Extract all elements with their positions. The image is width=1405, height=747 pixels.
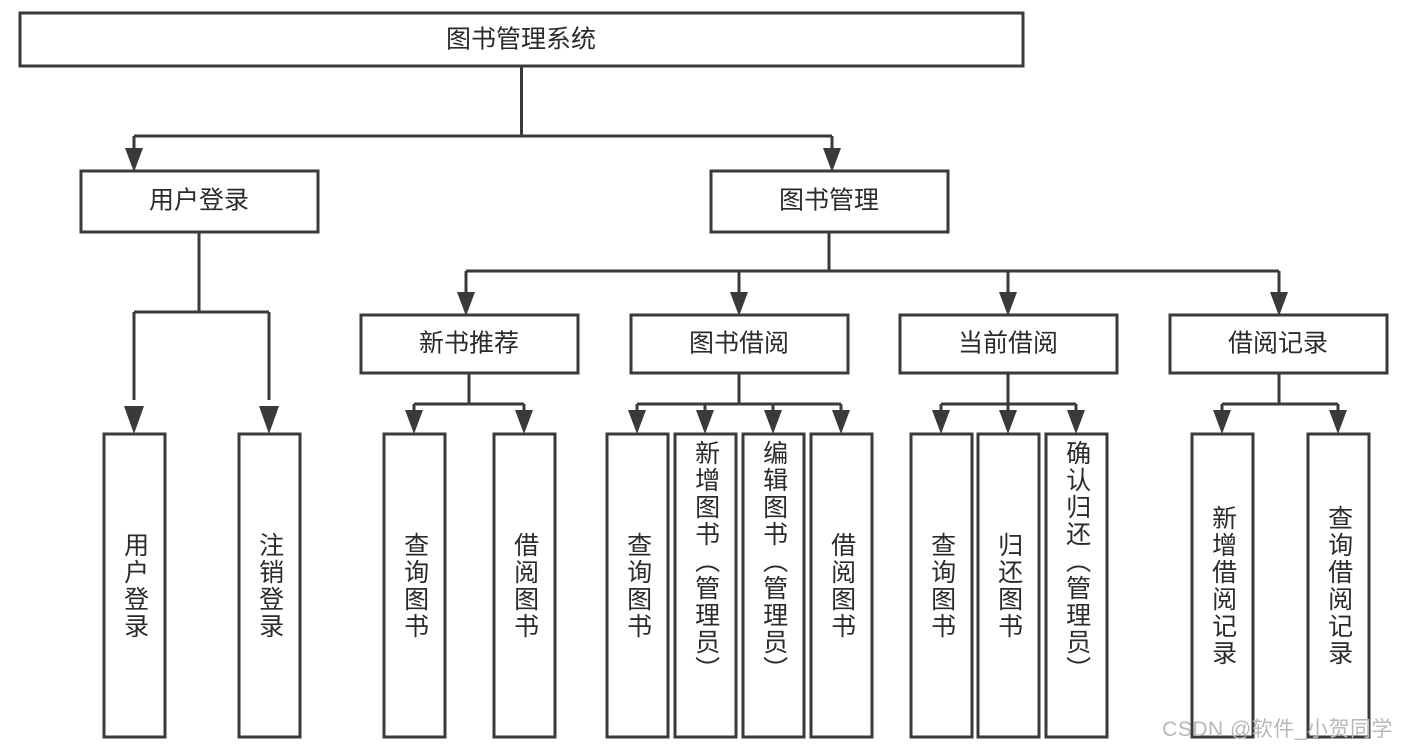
connector-book-management-to-level3	[464, 232, 1281, 302]
leaf-logout-box[interactable]	[237, 432, 302, 739]
node-book-management-label: 图书管理	[779, 187, 879, 215]
arrow-head-leaf-add-book	[696, 410, 714, 434]
leaf-query-book-3-box[interactable]	[909, 432, 974, 739]
leaf-borrow-book-2-box[interactable]	[809, 432, 874, 739]
leaf-add-book-box[interactable]	[673, 432, 738, 739]
node-current-borrow[interactable]: 当前借阅	[898, 313, 1119, 375]
node-user-login-box[interactable]	[79, 169, 320, 234]
arrow-head-leaf-query-book-3	[932, 410, 950, 434]
leaf-query-book-2-box[interactable]	[605, 432, 670, 739]
arrow-head-leaf-borrow-book-1	[515, 410, 533, 434]
leaf-return-book-box[interactable]	[976, 432, 1041, 739]
connector-root-to-level2	[132, 66, 834, 158]
connector-book-borrow-to-leaves	[635, 373, 843, 418]
node-root-box[interactable]	[18, 11, 1025, 68]
leaf-add-record-box[interactable]	[1190, 432, 1255, 739]
connector-group-book-management	[457, 232, 1288, 316]
node-book-borrow[interactable]: 图书借阅	[629, 313, 850, 375]
connector-group-user-login	[124, 232, 279, 434]
leaf-boxes-group	[102, 432, 1371, 739]
arrow-head-leaf-query-book-2	[628, 410, 646, 434]
arrow-head-borrow-record	[1270, 292, 1288, 316]
connector-new-book-recommend-to-leaves	[412, 373, 526, 418]
node-root-label: 图书管理系统	[446, 26, 596, 54]
connector-group-current-borrow	[932, 373, 1085, 434]
node-book-management[interactable]: 图书管理	[709, 169, 950, 234]
node-new-book-recommend[interactable]: 新书推荐	[359, 313, 580, 375]
arrow-head-leaf-confirm-return	[1067, 410, 1085, 434]
connector-group-book-borrow	[628, 373, 850, 434]
leaf-query-book-1-box[interactable]	[382, 432, 447, 739]
connector-group-borrow-record	[1213, 373, 1347, 434]
node-borrow-record-label: 借阅记录	[1228, 330, 1328, 358]
node-borrow-record[interactable]: 借阅记录	[1168, 313, 1389, 375]
leaf-edit-book-box[interactable]	[741, 432, 806, 739]
arrow-head-leaf-logout	[259, 406, 279, 434]
node-current-borrow-label: 当前借阅	[958, 330, 1058, 358]
node-user-login-label: 用户登录	[149, 187, 249, 215]
node-book-borrow-box[interactable]	[629, 313, 850, 375]
arrow-head-leaf-return-book	[999, 410, 1017, 434]
arrow-head-user-login	[125, 148, 143, 172]
node-new-book-recommend-box[interactable]	[359, 313, 580, 375]
leaf-confirm-return-box[interactable]	[1044, 432, 1109, 739]
connector-group-new-book-recommend	[405, 373, 533, 434]
node-book-borrow-label: 图书借阅	[689, 330, 789, 358]
leaf-query-record-box[interactable]	[1306, 432, 1371, 739]
arrow-head-book-management	[823, 148, 841, 172]
arrow-head-leaf-borrow-book-2	[832, 410, 850, 434]
watermark-text: CSDN @软件_小贺同学	[1162, 718, 1393, 741]
connector-user-login-to-leaves	[132, 232, 271, 400]
arrow-head-leaf-edit-book	[764, 410, 782, 434]
connector-borrow-record-to-leaves	[1220, 373, 1340, 418]
arrow-head-leaf-query-record	[1329, 410, 1347, 434]
connector-group-root	[125, 66, 841, 172]
node-book-management-box[interactable]	[709, 169, 950, 234]
arrow-head-leaf-query-book-1	[405, 410, 423, 434]
node-root[interactable]: 图书管理系统	[18, 11, 1025, 68]
leaf-borrow-book-1-box[interactable]	[492, 432, 557, 739]
arrow-head-leaf-user-login	[124, 406, 144, 434]
leaf-user-login-box[interactable]	[102, 432, 167, 739]
node-user-login[interactable]: 用户登录	[79, 169, 320, 234]
node-current-borrow-box[interactable]	[898, 313, 1119, 375]
node-borrow-record-box[interactable]	[1168, 313, 1389, 375]
node-new-book-recommend-label: 新书推荐	[419, 330, 519, 358]
arrow-head-book-borrow	[730, 292, 748, 316]
arrow-head-current-borrow	[999, 292, 1017, 316]
arrow-head-new-book-recommend	[457, 292, 475, 316]
arrow-head-leaf-add-record	[1213, 410, 1231, 434]
